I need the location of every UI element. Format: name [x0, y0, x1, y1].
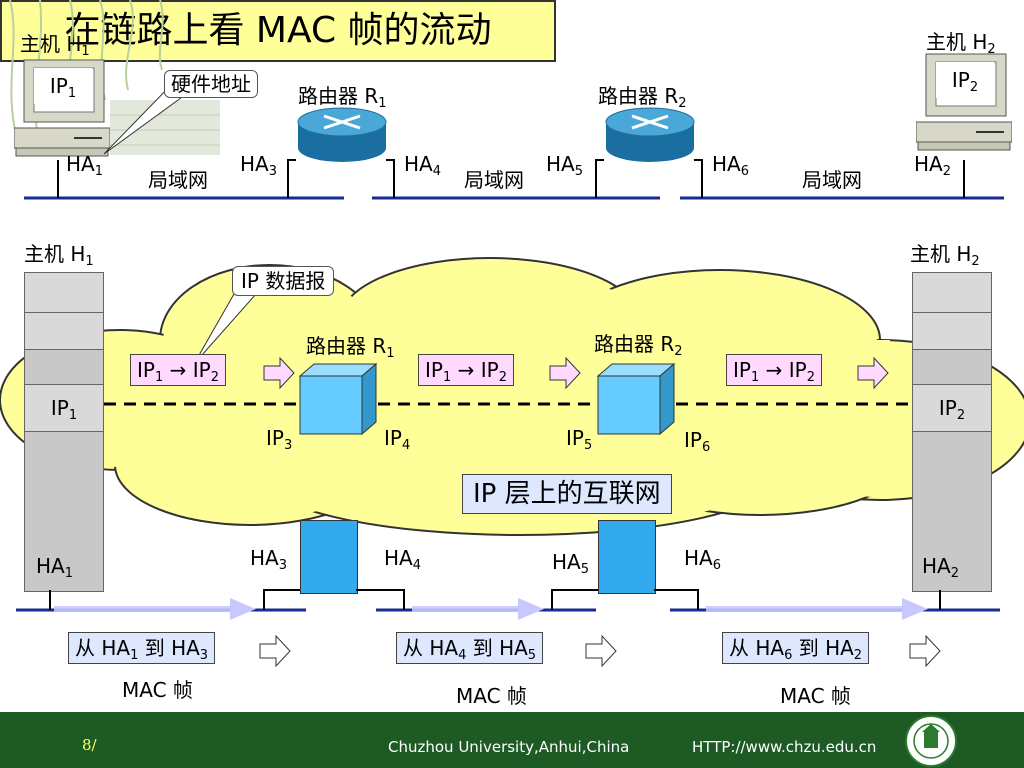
- bottom-router1-label: 路由器 R1: [306, 334, 395, 361]
- flow-arrow-icon: [549, 356, 581, 390]
- ip-path-dashed: [104, 402, 910, 406]
- router2-cube: [596, 362, 676, 436]
- bottom-ha5: HA5: [552, 550, 590, 577]
- hardware-address-callout: 硬件地址: [164, 70, 258, 98]
- lan-label: 局域网: [802, 168, 862, 192]
- footer-bar: 8/ Chuzhou University,Anhui,China HTTP:/…: [0, 712, 1024, 768]
- lan-label: 局域网: [148, 168, 208, 192]
- top-router2-label: 路由器 R2: [598, 84, 687, 111]
- frame-arrow-icon: [585, 634, 617, 668]
- router1-cube: [298, 362, 378, 436]
- stack-layer: [24, 272, 104, 314]
- host1-ip-layer: IP1: [24, 384, 104, 432]
- bottom-ha2: HA2: [922, 554, 960, 581]
- router-icon: [297, 107, 387, 162]
- router1-lower-box: [300, 520, 358, 594]
- host2-ip-layer: IP2: [912, 384, 992, 432]
- ip5-label: IP5: [566, 426, 593, 453]
- top-host1-label: 主机 H1: [20, 32, 90, 59]
- top-ha3: HA3: [240, 152, 278, 179]
- flow-arrow-icon: [857, 356, 889, 390]
- mac-frame-box: 从 HA6 到 HA2: [722, 632, 870, 664]
- bottom-host1-label: 主机 H1: [24, 242, 94, 269]
- ip6-label: IP6: [684, 428, 711, 455]
- bottom-host2-label: 主机 H2: [910, 242, 980, 269]
- mac-frame-label: MAC 帧: [456, 684, 527, 708]
- internet-label: IP 层上的互联网: [462, 474, 672, 514]
- stack-layer: [912, 272, 992, 314]
- bottom-link-lines: [16, 589, 1000, 620]
- router2-lower-box: [598, 520, 656, 594]
- stack-layer: [24, 312, 104, 350]
- ip-flow-box: IP1 → IP2: [130, 354, 226, 386]
- mac-frame-label: MAC 帧: [780, 684, 851, 708]
- bottom-ha4: HA4: [384, 546, 422, 573]
- flow-arrow-icon: [263, 356, 295, 390]
- top-ha1: HA1: [66, 152, 104, 179]
- bottom-router2-label: 路由器 R2: [594, 332, 683, 359]
- router-icon: [605, 107, 695, 162]
- top-host2-label: 主机 H2: [926, 30, 996, 57]
- top-host1-ip: IP1: [34, 68, 92, 104]
- ip-flow-box: IP1 → IP2: [726, 354, 822, 386]
- ip-flow-box: IP1 → IP2: [418, 354, 514, 386]
- frame-arrow-icon: [909, 634, 941, 668]
- page-number: 8/: [82, 736, 97, 754]
- ip3-label: IP3: [266, 426, 293, 453]
- frame-arrow-icon: [259, 634, 291, 668]
- university-name: Chuzhou University,Anhui,China: [388, 738, 630, 756]
- top-ha2: HA2: [914, 152, 952, 179]
- university-url: HTTP://www.chzu.edu.cn: [692, 738, 877, 756]
- top-ha6: HA6: [712, 152, 750, 179]
- mac-frame-label: MAC 帧: [122, 678, 193, 702]
- bottom-ha6: HA6: [684, 546, 722, 573]
- top-router1-label: 路由器 R1: [298, 84, 387, 111]
- bottom-ha3: HA3: [250, 546, 288, 573]
- top-lan-lines: [24, 159, 1004, 200]
- university-seal-icon: [905, 715, 957, 767]
- datagram-callout: IP 数据报: [232, 266, 335, 296]
- mac-frame-box: 从 HA4 到 HA5: [396, 632, 544, 664]
- top-ha5: HA5: [546, 152, 584, 179]
- ip4-label: IP4: [384, 426, 411, 453]
- top-ha4: HA4: [404, 152, 442, 179]
- bottom-ha1: HA1: [36, 554, 74, 581]
- top-host2-ip: IP2: [936, 62, 994, 98]
- lan-label: 局域网: [464, 168, 524, 192]
- stack-layer: [912, 312, 992, 350]
- mac-frame-box: 从 HA1 到 HA3: [68, 632, 216, 664]
- page-title: 在链路上看 MAC 帧的流动: [0, 0, 556, 62]
